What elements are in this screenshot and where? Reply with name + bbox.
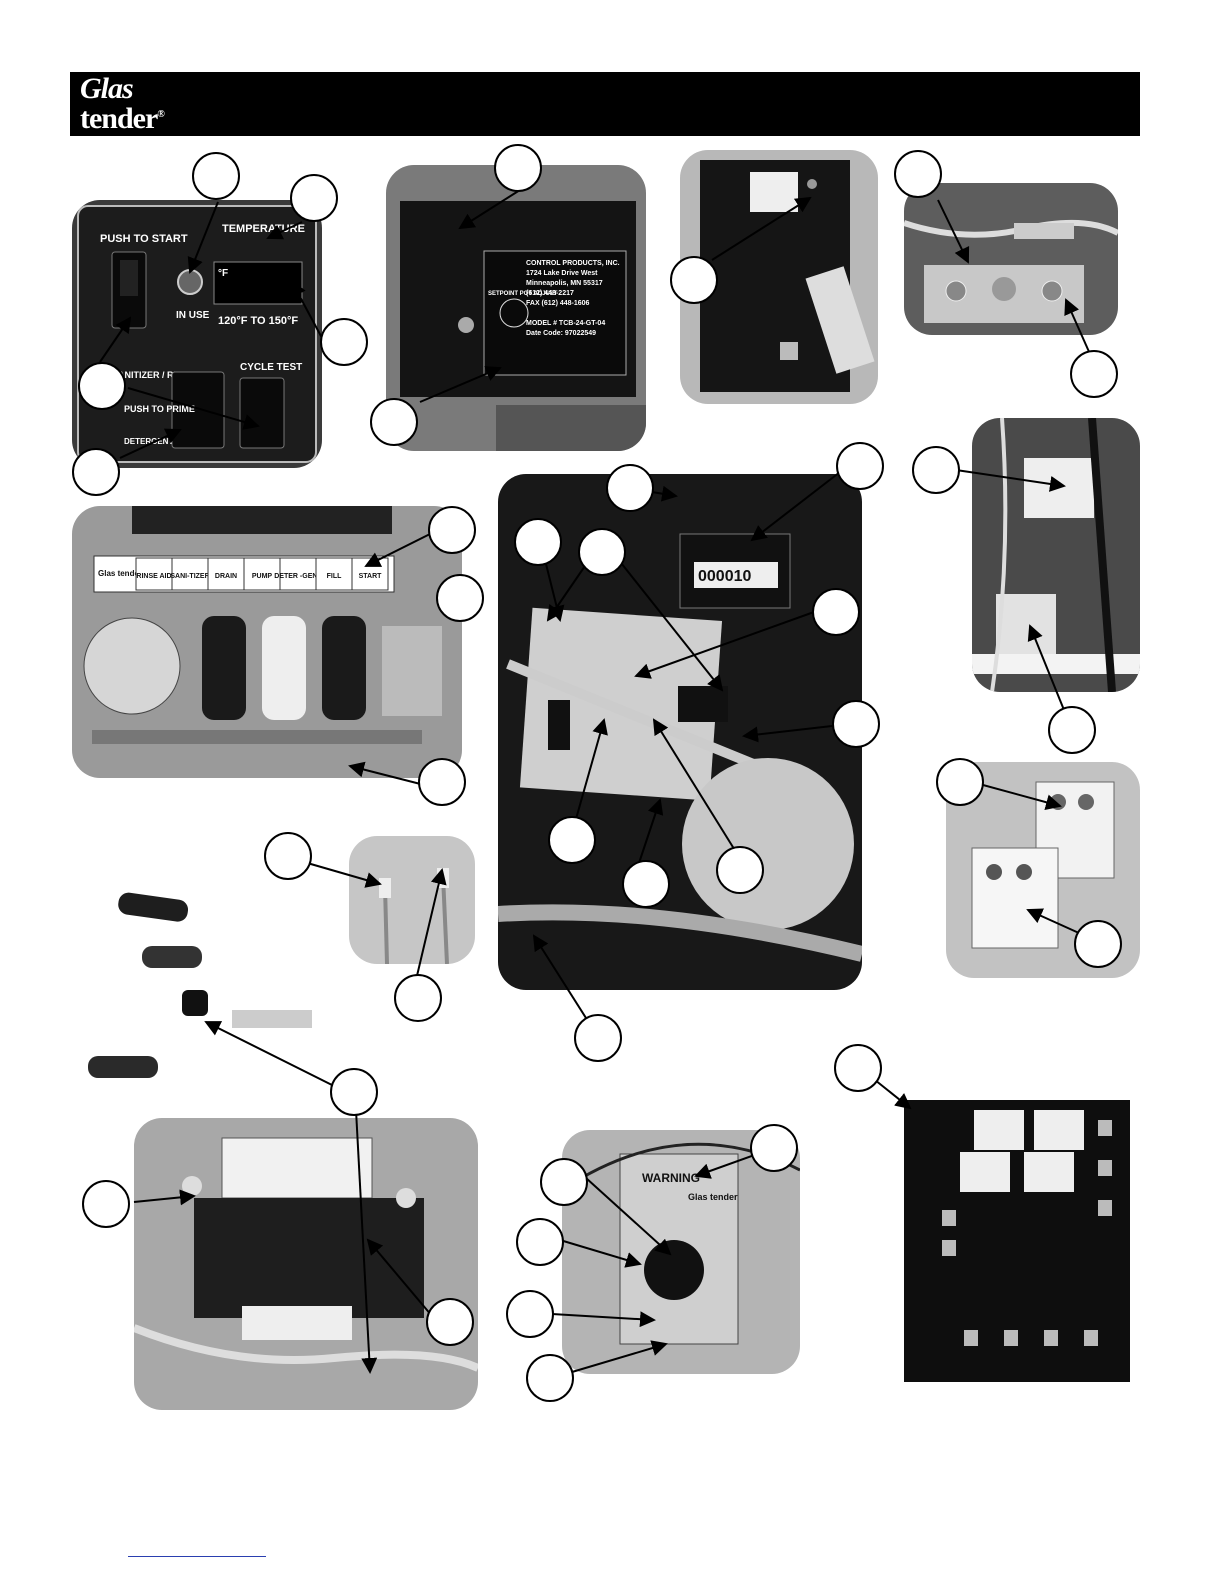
thermo-company: CONTROL PRODUCTS, INC. — [526, 260, 620, 267]
callout-circle — [516, 1218, 564, 1266]
photo-transformer — [134, 1118, 478, 1410]
callout-circle — [834, 1044, 882, 1092]
timer-label-5: FILL — [327, 573, 342, 580]
timer-label-cell — [171, 557, 209, 591]
thermo-fax: FAX (612) 448-1606 — [526, 300, 590, 307]
timer-label-0: RINSE AID — [136, 573, 171, 580]
callout-circle — [506, 1290, 554, 1338]
header-bar: Glas tender® — [70, 72, 1140, 136]
footer-link-underline — [128, 1556, 266, 1557]
callout-circle — [290, 174, 338, 222]
callout-circle — [526, 1354, 574, 1402]
callout-circle — [436, 574, 484, 622]
callout-circle — [82, 1180, 130, 1228]
panel-push-to-prime: PUSH TO PRIME — [124, 404, 195, 414]
timer-brand: Glas tender — [98, 569, 142, 578]
callout-circle — [832, 700, 880, 748]
timer-label-cell — [315, 557, 353, 591]
callout-circle — [578, 528, 626, 576]
callout-circle — [540, 1158, 588, 1206]
callout-circle — [330, 1068, 378, 1116]
solenoid-brand: Glas tender — [688, 1192, 738, 1202]
panel-in-use: IN USE — [176, 310, 210, 321]
callout-circle — [370, 398, 418, 446]
panel-unit: °F — [218, 268, 228, 279]
photo-control-board — [904, 1100, 1130, 1382]
callout-circle — [750, 1124, 798, 1172]
thermo-city: Minneapolis, MN 55317 — [526, 280, 603, 287]
photo-crimp-pins — [349, 836, 475, 964]
callout-circle — [418, 758, 466, 806]
callout-circle — [320, 318, 368, 366]
callout-circle — [1070, 350, 1118, 398]
logo-line2: tender — [80, 102, 158, 135]
callout-circle — [1074, 920, 1122, 968]
panel-range: 120°F TO 150°F — [218, 315, 298, 327]
callout-circle — [426, 1298, 474, 1346]
callout-circle — [394, 974, 442, 1022]
timer-label-cell — [243, 557, 281, 591]
callout-circle — [494, 144, 542, 192]
callout-circle — [548, 816, 596, 864]
callout-circle — [622, 860, 670, 908]
photo-connector-top — [972, 418, 1140, 692]
panel-temperature: TEMPERATURE — [222, 223, 305, 235]
callout-circle — [912, 446, 960, 494]
callout-circle — [1048, 706, 1096, 754]
thermo-setpoint: SETPOINT POT ADJUST — [488, 291, 558, 297]
timer-label-2: DRAIN — [215, 573, 237, 580]
callout-circle — [78, 362, 126, 410]
callout-circle — [514, 518, 562, 566]
logo-line1: Glas — [80, 72, 134, 105]
callout-circle — [574, 1014, 622, 1062]
thermo-phone: (612) 448-2217 — [526, 290, 574, 297]
callout-circle — [192, 152, 240, 200]
timer-label-3: PUMP — [252, 573, 273, 580]
photo-terminal-block — [904, 183, 1118, 335]
solenoid-warning: WARNING — [642, 1171, 700, 1185]
timer-label-cell — [207, 557, 245, 591]
timer-label-1: SANI-TIZER — [170, 573, 209, 580]
callout-circle — [812, 588, 860, 636]
timer-label-6: START — [359, 573, 383, 580]
callout-circle — [716, 846, 764, 894]
thermo-model: MODEL # TCB-24-GT-04 — [526, 320, 605, 327]
callout-circle — [936, 758, 984, 806]
panel-cycle-test: CYCLE TEST — [240, 362, 302, 373]
counter-value: 000010 — [698, 568, 751, 585]
glastender-logo: Glas tender® — [80, 72, 165, 135]
photo-loose-terminals — [82, 890, 322, 1090]
panel-detergent: DETERGENT — [124, 437, 173, 446]
logo-mark: ® — [157, 109, 165, 120]
callout-circle — [72, 448, 120, 496]
callout-circle — [606, 464, 654, 512]
callout-circle — [894, 150, 942, 198]
callout-circle — [670, 256, 718, 304]
panel-sanitizer: SANITIZER / RINSE AID — [112, 370, 213, 380]
photo-control-panel: PUSH TO START TEMPERATURE IN USE °F 120°… — [72, 200, 322, 468]
thermo-date-code: Date Code: 97022549 — [526, 330, 596, 337]
callout-circle — [836, 442, 884, 490]
timer-label-4: DETER -GENT — [274, 573, 322, 580]
callout-circle — [428, 506, 476, 554]
photo-thermostat: CONTROL PRODUCTS, INC. 1724 Lake Drive W… — [386, 165, 646, 451]
thermo-address: 1724 Lake Drive West — [526, 270, 598, 277]
callout-circle — [264, 832, 312, 880]
panel-push-to-start: PUSH TO START — [100, 233, 188, 245]
